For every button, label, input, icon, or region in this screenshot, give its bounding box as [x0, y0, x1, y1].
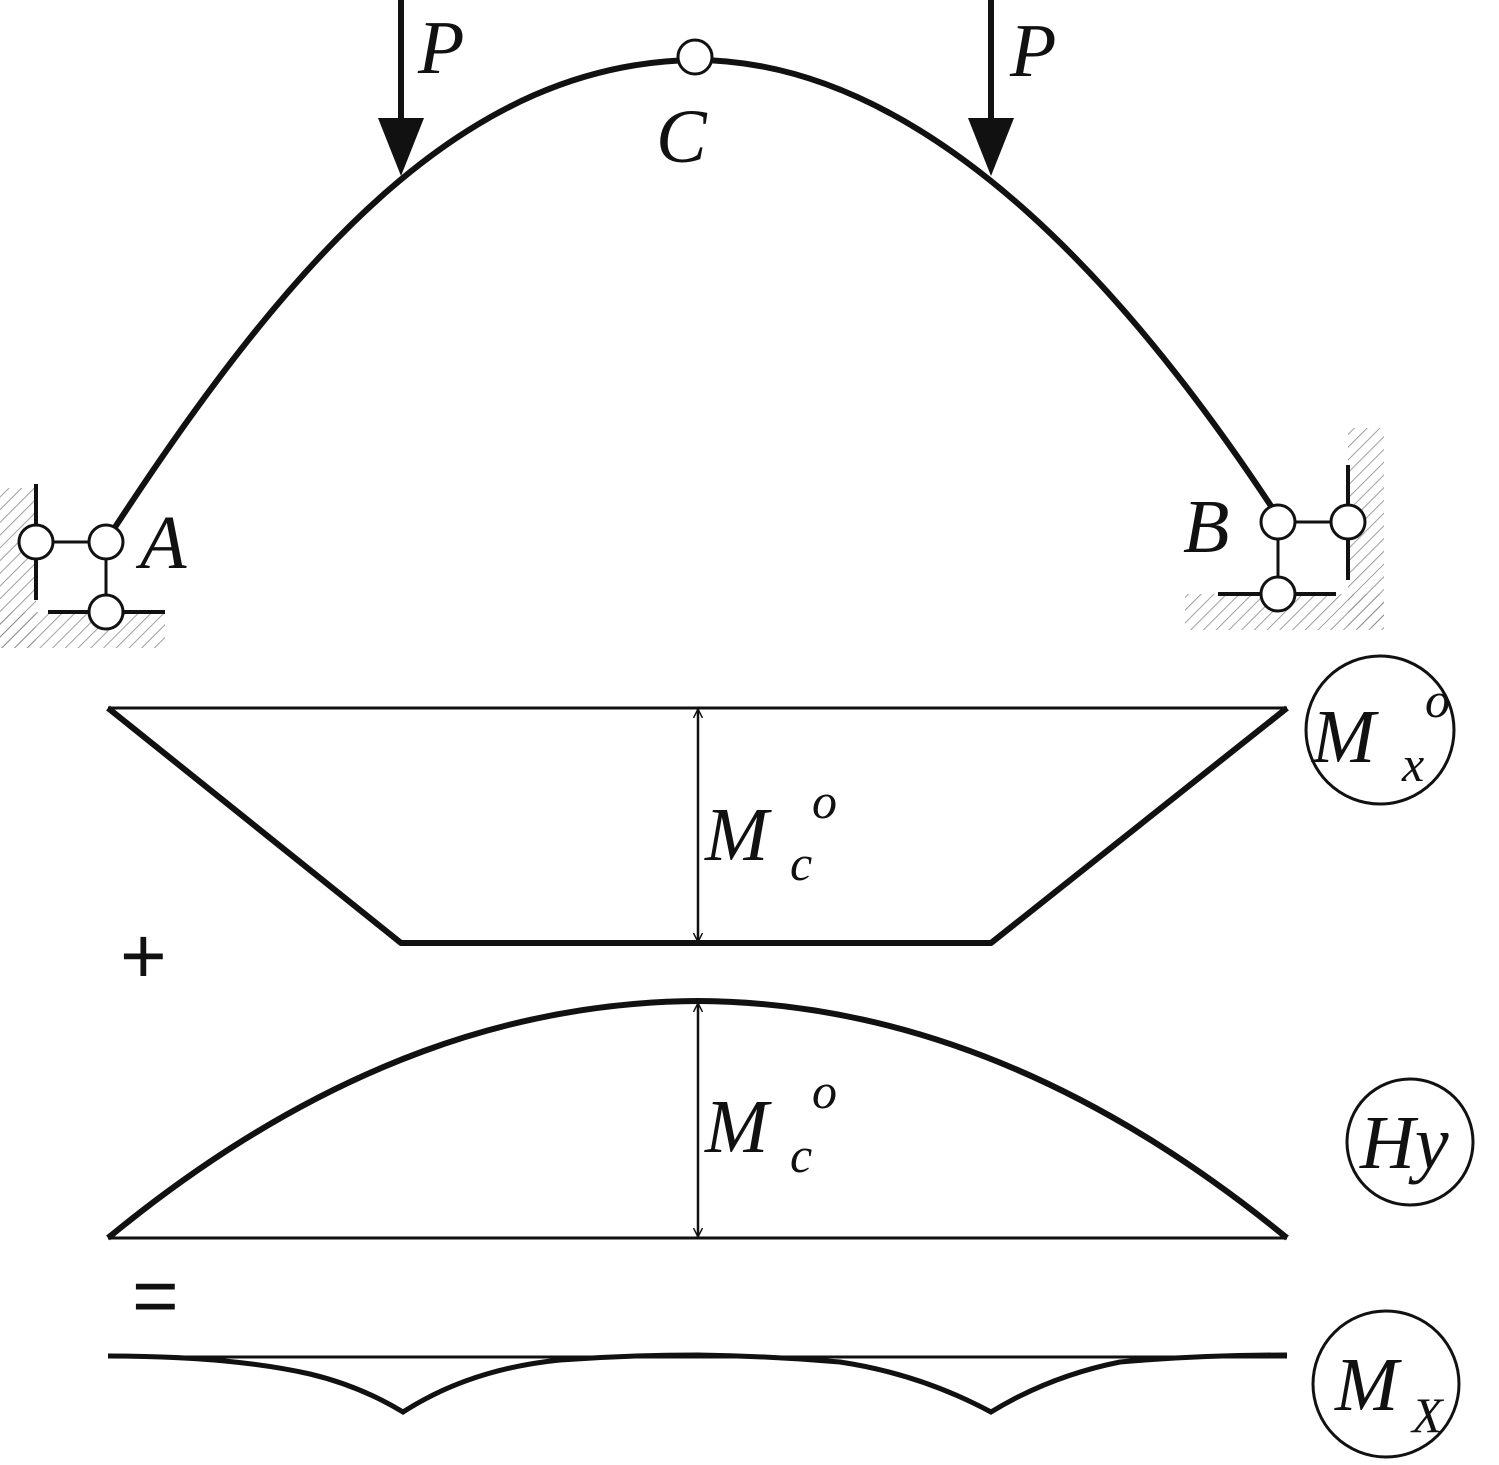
mx0-dimension-label: M o c [704, 773, 841, 891]
hy-dimension-label: M o c [704, 1063, 841, 1183]
hy-tag-label: Hy [1359, 1101, 1449, 1185]
mx0-tag-circle [1304, 654, 1456, 806]
mx-tag-label: M X [1334, 1343, 1445, 1443]
right-support [1185, 428, 1384, 630]
hy-parabola [106, 997, 1289, 1241]
load-arrow-left [378, 0, 424, 176]
left-support [0, 484, 165, 648]
equals-operator: = [132, 1251, 179, 1340]
left-support-wall-hinge [17, 523, 55, 561]
right-support-wall-hinge [1329, 503, 1367, 541]
right-support-ground-hinge [1259, 575, 1297, 613]
right-support-label: B [1183, 485, 1229, 569]
simple-beam-moment-diagram: M o c M o x [106, 654, 1456, 946]
left-support-arch-hinge [87, 523, 125, 561]
mx-tag-circle [1311, 1309, 1461, 1459]
crown-hinge-label: C [656, 95, 708, 179]
left-support-ground-hinge [87, 593, 125, 631]
arch-moment-diagram: M X [107, 1309, 1461, 1459]
plus-operator: + [120, 911, 167, 1000]
mx-resultant-curve [107, 1352, 1288, 1415]
left-support-label: A [135, 501, 187, 585]
mx0-trapezoid [106, 705, 1289, 946]
left-ground-hatch [0, 612, 165, 648]
right-support-arch-hinge [1259, 503, 1297, 541]
arch-structure: P P C A B [0, 0, 1384, 648]
load-label-left: P [417, 6, 464, 90]
load-label-right: P [1009, 9, 1056, 93]
hy-tag-circle [1345, 1077, 1475, 1207]
crown-hinge [676, 38, 714, 76]
thrust-moment-diagram: M o c Hy [106, 997, 1475, 1241]
mx0-tag-label: M o x [1311, 672, 1454, 792]
load-arrow-right [968, 0, 1014, 176]
